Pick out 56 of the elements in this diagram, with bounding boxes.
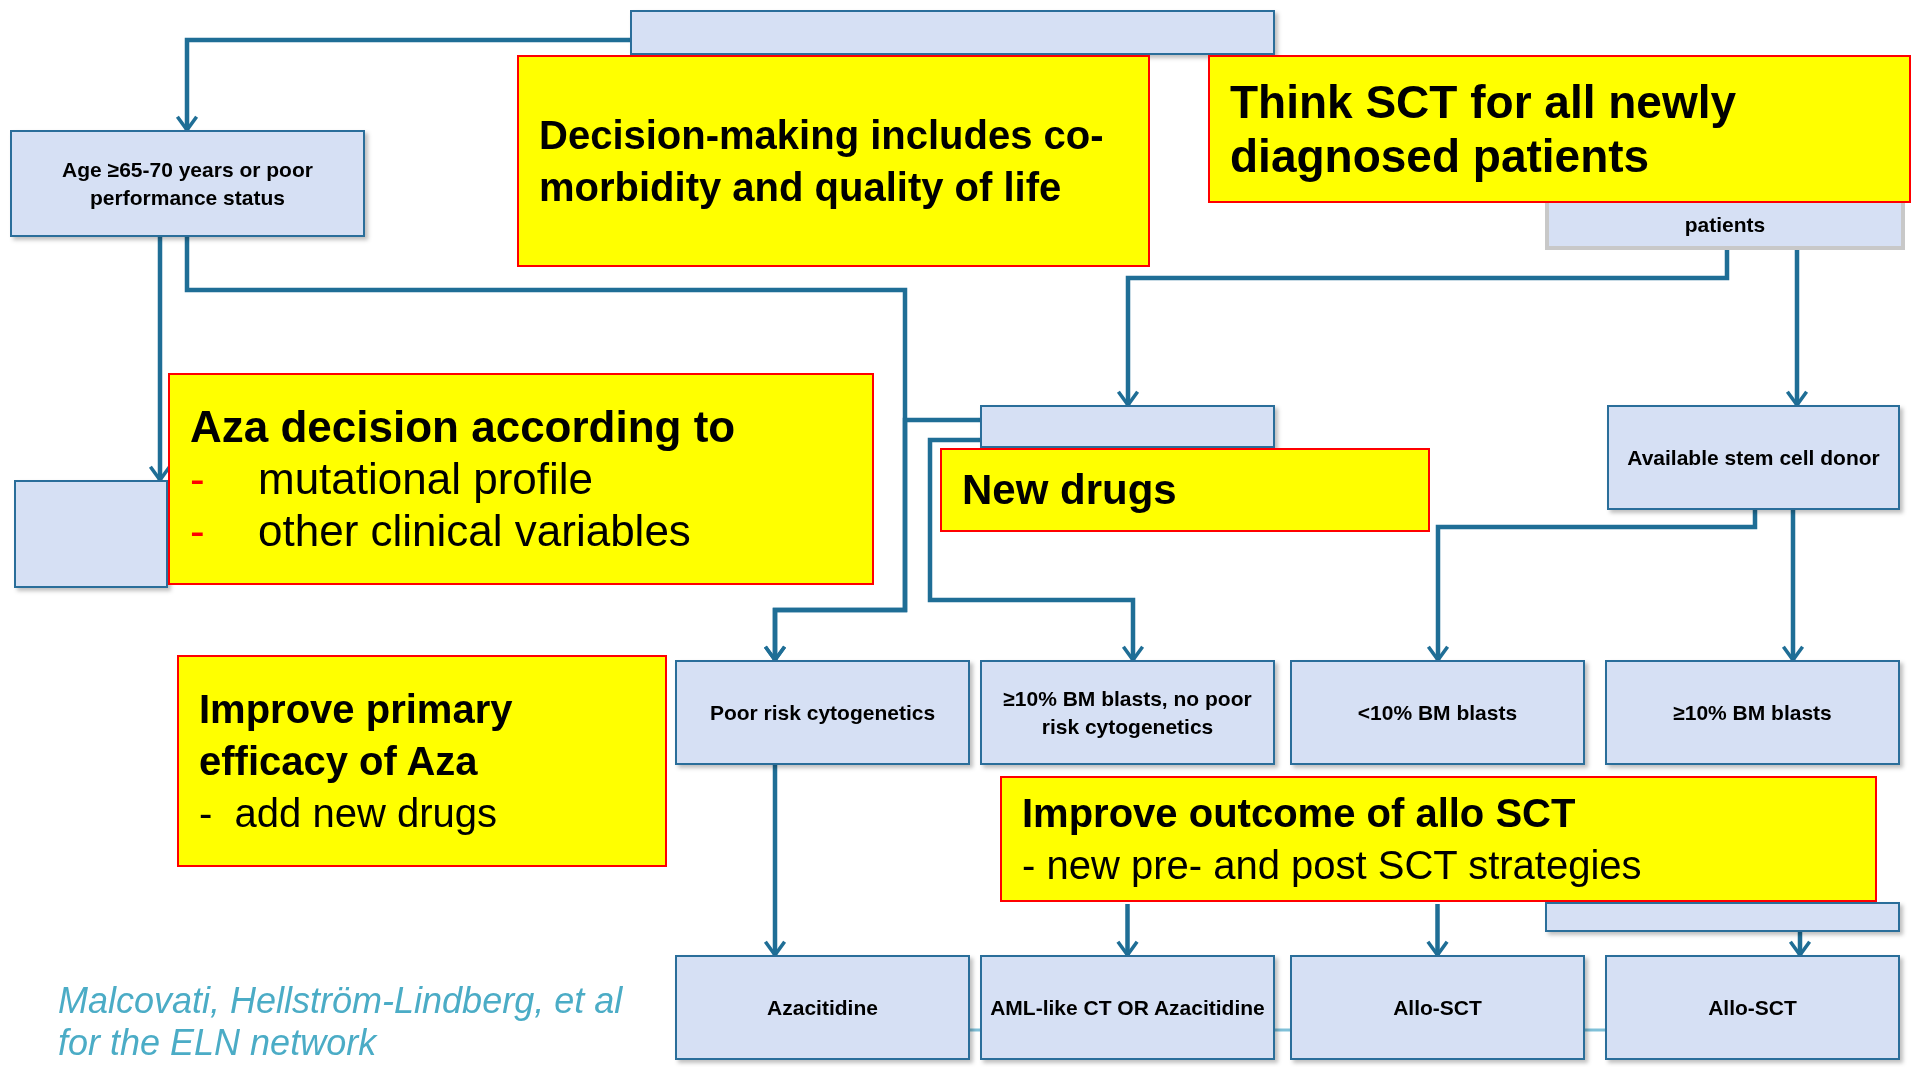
connector-arrow (763, 765, 787, 957)
box-text: ≥10% BM blasts (1673, 699, 1832, 726)
connector-arrow (1116, 904, 1139, 957)
connector-arrow (1426, 510, 1758, 662)
connector-arrow (1788, 932, 1812, 957)
box-text: patients (1684, 211, 1766, 238)
process-box (675, 955, 970, 1060)
process-box (1605, 660, 1900, 765)
connector-arrow (1116, 250, 1730, 407)
connector-arrow (175, 37, 630, 132)
bullet-dash: - (190, 453, 206, 505)
bullet-text: other clinical variables (258, 505, 691, 557)
connector-arrow (927, 437, 1145, 662)
box-text: <10% BM blasts (1357, 699, 1518, 726)
callout-box (1000, 776, 1877, 902)
box-text: ≥10% BM blasts, no poor risk cytogenetics (1002, 685, 1253, 740)
process-box (1545, 203, 1905, 250)
process-box (10, 130, 365, 237)
process-box (1607, 405, 1900, 510)
connector-arrow (1785, 250, 1809, 407)
callout-box (940, 448, 1430, 532)
connector-arrow (763, 417, 980, 662)
empty-box (630, 10, 1275, 55)
process-box (1290, 955, 1585, 1060)
process-box (1290, 660, 1585, 765)
callout-box (1208, 55, 1911, 203)
process-box (980, 660, 1275, 765)
callout-heading: Aza decision according to (190, 401, 737, 453)
citation-text: Malcovati, Hellström-Lindberg, et al for the ELN network (58, 980, 624, 1064)
box-text: Azacitidine (767, 994, 878, 1021)
process-box (980, 955, 1275, 1060)
bullet-dash: - (190, 505, 206, 557)
callout-heading: Think SCT for all newly diagnosed patients (1230, 75, 1738, 183)
connector-arrow (1781, 510, 1805, 662)
connector-arrow (1426, 904, 1449, 957)
box-text: Age ≥65-70 years or poor performance status (61, 156, 314, 211)
process-box (675, 660, 970, 765)
process-box (1605, 955, 1900, 1060)
callout-box (177, 655, 667, 867)
empty-box (1545, 902, 1900, 932)
callout-heading: Improve outcome of allo SCT (1022, 790, 1577, 837)
callout-box (517, 55, 1150, 267)
box-text: Allo-SCT (1708, 994, 1797, 1021)
box-text: Allo-SCT (1393, 994, 1482, 1021)
callout-text: - new pre- and post SCT strategies (1022, 842, 1643, 889)
box-text: Available stem cell donor (1627, 444, 1880, 471)
empty-box (980, 405, 1275, 448)
box-text: AML-like CT OR Azacitidine (990, 994, 1265, 1021)
empty-box (14, 480, 168, 588)
bullet-text: mutational profile (258, 453, 594, 505)
callout-box (168, 373, 874, 585)
callout-heading: New drugs (962, 465, 1178, 515)
callout-heading: Decision-making includes co-morbidity and quality of life (539, 112, 1105, 211)
callout-heading: Improve primary efficacy of Aza (199, 686, 514, 785)
box-text: Poor risk cytogenetics (709, 699, 936, 726)
callout-text: - add new drugs (199, 790, 498, 837)
